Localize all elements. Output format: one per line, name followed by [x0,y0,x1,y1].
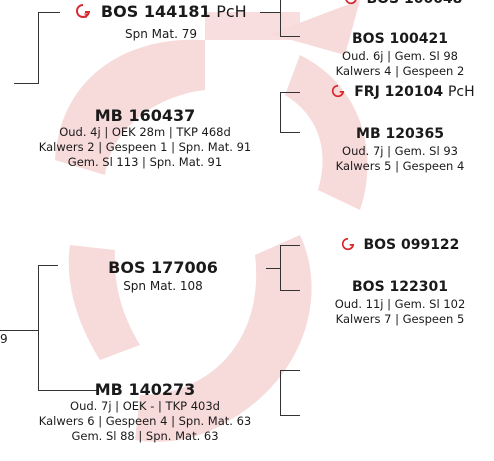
bottom-sire-line1: Spn Mat. 108 [68,279,258,294]
bottom-sire-node[interactable]: BOS 177006 Spn Mat. 108 [68,258,258,294]
right-bot-dam-line1: Oud. 11j | Gem. Sl 102 [306,297,494,312]
right-mid-sire-node[interactable]: FRJ 120104 PcH [312,83,494,102]
top-dam-id: MB 160437 [10,106,280,125]
right-top-dam-line1: Oud. 6j | Gem. Sl 98 [306,49,494,64]
connector [280,290,300,291]
right-mid-sire-id-prefix: FRJ [354,84,380,100]
right-top-dam-node[interactable]: BOS 100421 Oud. 6j | Gem. Sl 98 Kalwers … [306,30,494,79]
bottom-dam-node[interactable]: MB 140273 Oud. 7j | OEK - | TKP 403d Kal… [10,380,280,444]
connector [38,265,39,330]
connector [280,370,281,415]
right-mid-dam-line2: Kalwers 5 | Gespeen 4 [306,159,494,174]
connector [38,12,39,84]
connector [280,36,300,37]
bottom-sire-id: BOS 177006 [68,258,258,277]
top-sire-id-prefix: BOS [101,2,138,21]
right-bot-dam-line2: Kalwers 7 | Gespeen 5 [306,312,494,327]
right-mid-sire-suffix: PcH [448,84,475,100]
connector [38,265,58,266]
connector [280,92,300,93]
right-mid-sire-id-number: 120104 [385,84,443,100]
connector [280,245,281,290]
top-dam-line3: Gem. Sl 113 | Spn. Mat. 91 [10,155,280,170]
genomic-badge-icon: T [75,3,91,19]
top-dam-line1: Oud. 4j | OEK 28m | TKP 468d [10,125,280,140]
bottom-dam-id: MB 140273 [10,380,280,399]
connector [0,330,39,331]
left-edge-text: 9 [0,332,8,347]
connector [280,370,300,371]
top-sire-line1: Spn Mat. 79 [66,27,256,42]
right-top-sire-node[interactable]: BOS 100048 [318,0,488,9]
top-sire-node[interactable]: T BOS 144181 PcH Spn Mat. 79 [66,2,256,42]
connector [280,245,300,246]
bottom-dam-line2: Kalwers 6 | Gespeen 4 | Spn. Mat. 63 [10,414,280,429]
top-dam-node[interactable]: MB 160437 Oud. 4j | OEK 28m | TKP 468d K… [10,106,280,170]
bottom-dam-line1: Oud. 7j | OEK - | TKP 403d [10,399,280,414]
right-mid-dam-node[interactable]: MB 120365 Oud. 7j | Gem. Sl 93 Kalwers 5… [306,125,494,174]
right-top-sire-id: BOS 100048 [366,0,462,7]
genomic-badge-icon [344,0,358,5]
right-bot-sire-node[interactable]: BOS 099122 [306,236,494,255]
right-mid-dam-id: MB 120365 [306,125,494,144]
connector [14,83,39,84]
connector [260,12,280,13]
connector [38,12,60,13]
bottom-dam-line3: Gem. Sl 88 | Spn. Mat. 63 [10,429,280,444]
connector [266,268,280,269]
connector [280,92,281,132]
top-dam-line2: Kalwers 2 | Gespeen 1 | Spn. Mat. 91 [10,140,280,155]
connector [280,0,281,36]
right-bot-dam-id: BOS 122301 [306,278,494,297]
connector [280,132,300,133]
genomic-badge-icon [341,237,355,251]
right-bot-dam-node[interactable]: BOS 122301 Oud. 11j | Gem. Sl 102 Kalwer… [306,278,494,327]
right-top-dam-id: BOS 100421 [306,30,494,49]
right-bot-sire-id: BOS 099122 [363,237,459,253]
right-mid-dam-line1: Oud. 7j | Gem. Sl 93 [306,144,494,159]
genomic-badge-icon [331,84,345,98]
connector [280,415,300,416]
top-sire-id-number: 144181 [144,2,211,21]
top-sire-suffix: PcH [216,2,246,21]
right-top-dam-line2: Kalwers 4 | Gespeen 2 [306,64,494,79]
